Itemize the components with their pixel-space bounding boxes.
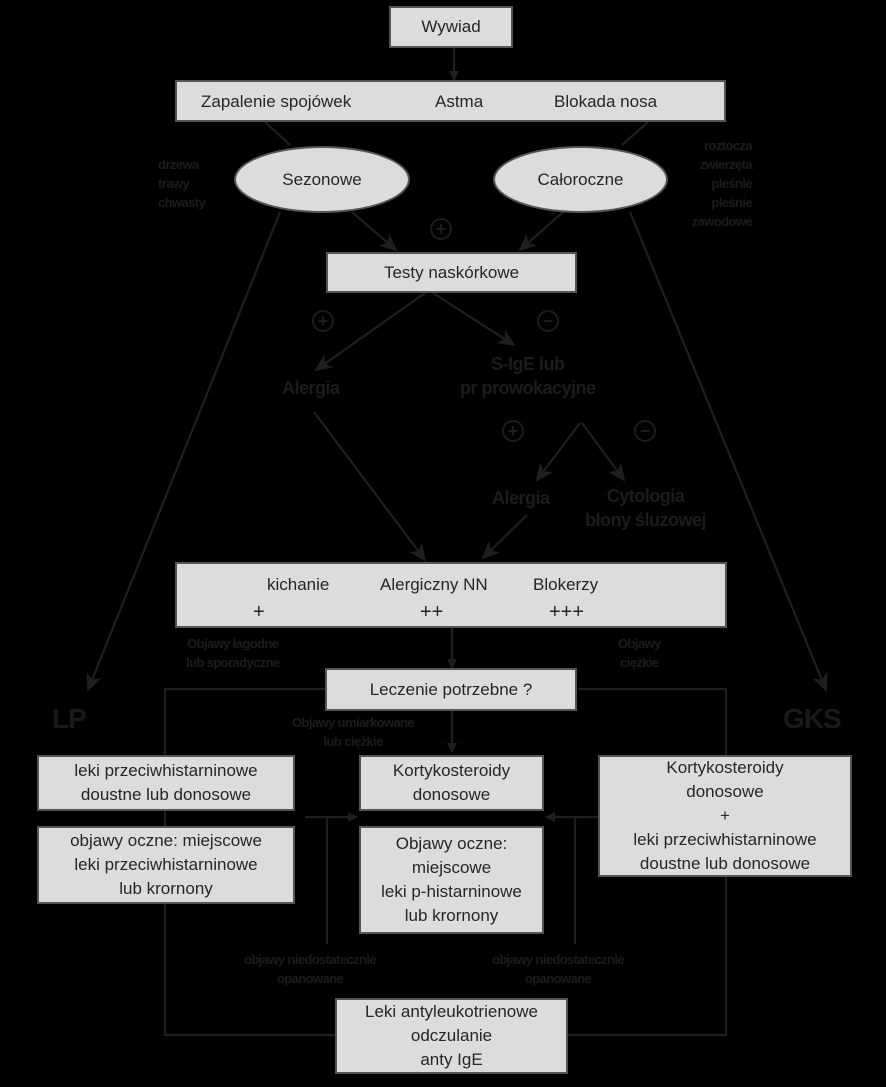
sezonowe-label: Sezonowe	[282, 169, 362, 189]
box-line: lub krornony	[119, 879, 213, 898]
arrow-caloroczne-gks	[628, 211, 828, 692]
note-line: chwasty	[158, 195, 206, 210]
cytologia-line: błony śluzowej	[585, 510, 707, 530]
box-line: Kortykosteroidy	[392, 761, 511, 780]
severity-sign-3: +++	[549, 601, 585, 623]
symptom-asthma: Astma	[435, 92, 484, 111]
symptom-conjunctivitis: Zapalenie spojówek	[201, 92, 352, 111]
note-line: roztocza	[704, 138, 753, 153]
arrow-sige-alergia	[535, 422, 581, 482]
sige-line: pr prowokacyjne	[460, 378, 596, 398]
plus-circle-icon: +	[430, 218, 452, 240]
note-line: opanowane	[276, 971, 344, 986]
leczenie-box: Leczenie potrzebne ?	[325, 668, 577, 711]
line-symptoms-caloroczne	[621, 121, 649, 146]
oczne-mid-box: Objawy oczne: miejscowe leki p-histarnin…	[359, 826, 544, 934]
leki-anty-box: Leki antyleukotrienowe odczulanie anty I…	[335, 998, 568, 1074]
plus-circle-icon: +	[502, 420, 524, 442]
wywiad-label: Wywiad	[421, 17, 481, 36]
box-line: donosowe	[686, 782, 764, 801]
note-line: pleśnie	[711, 195, 752, 210]
box-line: Objawy oczne:	[395, 834, 508, 853]
caloroczne-ellipse: Całoroczne	[493, 146, 668, 213]
severity-col-1: kichanie	[267, 575, 330, 594]
sige-node: S-IgE lub pr prowokacyjne	[460, 352, 596, 400]
arrow-sezonowe-lp	[86, 211, 282, 692]
box-line: +	[720, 806, 730, 825]
alergia-node-2: Alergia	[492, 488, 550, 508]
testy-label: Testy naskórkowe	[383, 262, 520, 282]
plus-circle-icon: +	[312, 310, 334, 332]
note-line: pleśnie	[711, 176, 752, 191]
oczne-left-box: objawy oczne: miejscowe leki przeciwhist…	[37, 826, 295, 904]
box-line: Leki antyleukotrienowe	[365, 1002, 538, 1021]
note-line: trawy	[158, 176, 190, 191]
seasonal-allergens-note: drzewa trawy chwasty	[158, 155, 206, 212]
box-line: leki przeciwhistarninowe	[74, 855, 258, 874]
box-line: objawy oczne: miejscowe	[70, 831, 262, 850]
note-line: objawy niedostatecznie	[492, 952, 625, 967]
box-line: miejscowe	[411, 858, 492, 877]
symptom-nasal-block: Blokada nosa	[554, 92, 658, 111]
note-line: opanowane	[524, 971, 592, 986]
note-line: lub ciężkie	[323, 734, 383, 749]
severe-symptoms-note: Objawy ciężkie	[618, 634, 661, 672]
leki-lp-box: leki przeciwhistarninowe doustne lub don…	[37, 755, 295, 811]
box-line: doustne lub donosowe	[639, 854, 811, 873]
arrow-sezonowe-testy	[351, 211, 398, 252]
box-line: leki p-histarninowe	[381, 882, 522, 901]
symptoms-box: Zapalenie spojówek Astma Blokada nosa	[175, 80, 726, 122]
box-line: donosowe	[412, 785, 491, 804]
gks-label: GKS	[783, 703, 842, 734]
kortyko-mid-box: Kortykosteroidy donosowe	[359, 755, 544, 811]
severity-box: kichanie Alergiczny NN Blokerzy + ++ +++	[175, 562, 727, 628]
box-line: doustne lub donosowe	[80, 785, 252, 804]
uncontrolled-note-right: objawy niedostatecznie opanowane	[492, 950, 625, 988]
note-line: Objawy umiarkowane	[292, 715, 415, 730]
box-line: leki przeciwhistarninowe	[633, 830, 817, 849]
moderate-symptoms-note: Objawy umiarkowane lub ciężkie	[292, 713, 415, 751]
note-line: Objawy	[618, 636, 661, 651]
minus-circle-icon: −	[634, 420, 656, 442]
severity-col-2: Alergiczny NN	[380, 575, 488, 594]
severity-sign-1: +	[253, 601, 265, 623]
perennial-allergens-note: roztocza zwierzęta pleśnie pleśnie zawod…	[691, 136, 753, 231]
alergia-node-1: Alergia	[282, 378, 340, 398]
wywiad-box: Wywiad	[389, 6, 513, 48]
arrow-alergia1-severity	[313, 411, 427, 562]
severity-sign-2: ++	[420, 601, 444, 623]
arrow-testy-sige	[432, 292, 516, 347]
note-line: Objawy łagodne	[187, 636, 279, 651]
mild-symptoms-note: Objawy łagodne lub sporadyczne	[186, 634, 280, 672]
lp-label: LP	[52, 703, 87, 734]
note-line: zwierzęta	[699, 157, 753, 172]
note-line: objawy niedostatecznie	[244, 952, 377, 967]
kortyko-right-box: Kortykosteroidy donosowe + leki przeciwh…	[598, 755, 852, 877]
arrow-alergia2-severity	[481, 514, 528, 560]
note-line: ciężkie	[620, 655, 659, 670]
box-line: anty IgE	[420, 1050, 483, 1069]
caloroczne-label: Całoroczne	[537, 169, 624, 189]
arrow-caloroczne-testy	[518, 211, 564, 252]
cytologia-line: Cytologia	[606, 486, 685, 506]
uncontrolled-note-left: objawy niedostatecznie opanowane	[244, 950, 377, 988]
note-line: lub sporadyczne	[186, 655, 280, 670]
box-line: Kortykosteroidy	[666, 758, 784, 777]
severity-col-3: Blokerzy	[533, 575, 599, 594]
sige-line: S-IgE lub	[491, 354, 565, 374]
box-line: leki przeciwhistarninowe	[74, 761, 258, 780]
leczenie-label: Leczenie potrzebne ?	[369, 679, 533, 699]
arrow-testy-alergia	[314, 292, 426, 372]
arrow-sige-cytologia	[581, 422, 626, 482]
note-line: zawodowe	[691, 214, 753, 229]
minus-circle-icon: −	[537, 310, 559, 332]
testy-box: Testy naskórkowe	[326, 252, 577, 293]
box-line: odczulanie	[410, 1026, 493, 1045]
sezonowe-ellipse: Sezonowe	[234, 146, 410, 213]
cytologia-node: Cytologia błony śluzowej	[585, 484, 707, 532]
box-line: lub krornony	[404, 906, 499, 925]
line-symptoms-sezonowe	[264, 121, 291, 146]
note-line: drzewa	[158, 157, 199, 172]
